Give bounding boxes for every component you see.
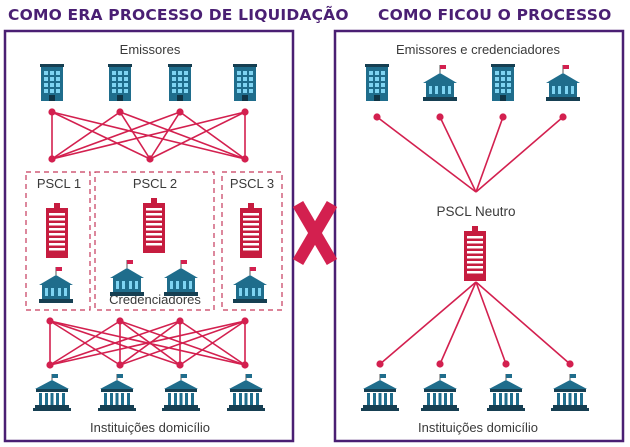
network-node [176, 361, 184, 369]
link-line [119, 320, 246, 366]
emissores-credenciadores-label: Emissores e credenciadores [396, 42, 561, 57]
link-line [119, 111, 246, 160]
network-node [559, 113, 567, 121]
link-line [179, 320, 246, 366]
link-line [49, 320, 246, 366]
network-links [49, 111, 571, 366]
bank-icon [226, 373, 266, 412]
link-line [179, 111, 246, 160]
left-panel-title: COMO ERA PROCESSO DE LIQUIDAÇÃO [8, 6, 349, 24]
link-line [119, 111, 151, 160]
network-node [241, 108, 249, 116]
link-line [149, 111, 246, 160]
pscl-tower-icon [143, 198, 165, 253]
network-node [176, 317, 184, 325]
network-node [436, 360, 444, 368]
network-node [241, 361, 249, 369]
network-node [46, 361, 54, 369]
network-node [241, 155, 249, 163]
network-node [46, 317, 54, 325]
link-line [51, 111, 151, 160]
link-line [439, 116, 477, 193]
left-panel-frame [3, 29, 295, 443]
network-node [116, 317, 124, 325]
emissores-label: Emissores [120, 42, 181, 57]
pscl-tower-icon [240, 203, 262, 258]
network-node [48, 108, 56, 116]
link-line [439, 281, 477, 365]
bank-icon [420, 373, 460, 412]
network-node [499, 113, 507, 121]
network-node [146, 155, 154, 163]
link-line [475, 281, 571, 365]
pscl-3-label: PSCL 3 [230, 176, 274, 191]
pscl-tower-icon [46, 203, 68, 258]
pscl-3-box [221, 171, 283, 311]
link-line [51, 111, 121, 160]
bank-icon [486, 373, 526, 412]
link-line [51, 111, 181, 160]
network-node [502, 360, 510, 368]
right-instituicoes-label: Instituições domicílio [418, 420, 538, 435]
bank-icon [545, 64, 581, 102]
office-building-icon [233, 64, 257, 101]
network-node [241, 317, 249, 325]
credenciador-building-icon [109, 259, 145, 297]
bank-icon [161, 373, 201, 412]
network-node [116, 361, 124, 369]
link-line [475, 116, 564, 193]
network-node [566, 360, 574, 368]
right-panel-frame [333, 29, 625, 443]
office-building-icon [491, 64, 515, 101]
pscl-2-box [94, 171, 215, 311]
left-instituicoes-label: Instituições domicílio [90, 420, 210, 435]
bank-icon [550, 373, 590, 412]
office-building-icon [365, 64, 389, 101]
credenciador-building-icon [38, 266, 74, 304]
cross-x-icon [292, 200, 338, 266]
network-node [48, 155, 56, 163]
office-building-icon [40, 64, 64, 101]
link-line [376, 116, 477, 193]
office-building-icon [168, 64, 192, 101]
bank-icon [32, 373, 72, 412]
bank-icon [360, 373, 400, 412]
credenciador-building-icon [232, 266, 268, 304]
pscl-2-label: PSCL 2 [133, 176, 177, 191]
network-nodes [46, 108, 574, 369]
link-line [49, 320, 181, 366]
bank-icon [97, 373, 137, 412]
link-line [149, 111, 181, 160]
bank-icon [422, 64, 458, 102]
link-line [51, 111, 246, 160]
network-node [436, 113, 444, 121]
pscl-neutro-label: PSCL Neutro [436, 204, 515, 219]
credenciador-building-icon [163, 259, 199, 297]
network-node [376, 360, 384, 368]
office-building-icon [108, 64, 132, 101]
link-line [475, 116, 504, 193]
pscl-1-label: PSCL 1 [37, 176, 81, 191]
right-panel-title: COMO FICOU O PROCESSO [378, 6, 612, 24]
network-node [116, 108, 124, 116]
link-line [475, 281, 507, 365]
link-line [379, 281, 477, 365]
network-node [176, 108, 184, 116]
pscl-neutro-tower-icon [464, 226, 486, 281]
network-node [373, 113, 381, 121]
link-line [49, 320, 121, 366]
pscl-1-box [25, 171, 91, 311]
